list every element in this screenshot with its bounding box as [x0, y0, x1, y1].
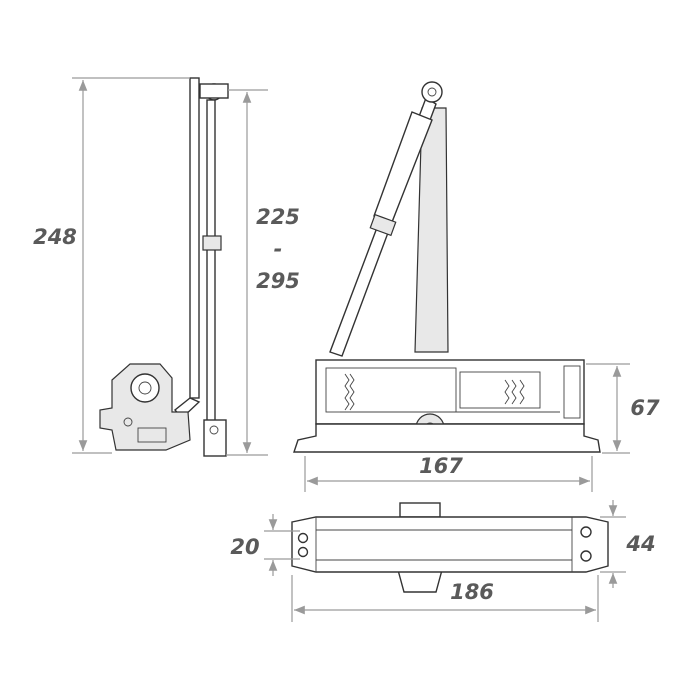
dimension-167: 167 — [304, 454, 593, 492]
side-view — [99, 77, 229, 457]
top-view — [291, 502, 609, 593]
dimension-label: 186 — [450, 580, 494, 604]
dimension-67: 67 — [586, 363, 660, 454]
dimension-label: - — [274, 237, 283, 261]
dimension-label: 20 — [230, 535, 259, 559]
dimension-label: 248 — [33, 225, 77, 249]
dimension-label: 167 — [419, 454, 463, 478]
dimension-225-295: 225 - 295 — [226, 89, 300, 456]
dimension-44: 44 — [600, 500, 656, 588]
front-cutaway-view — [293, 81, 601, 453]
dimension-label: 44 — [625, 532, 655, 556]
dimension-20: 20 — [230, 514, 300, 576]
dimension-186: 186 — [291, 575, 599, 622]
dimension-label: 225 — [256, 205, 300, 229]
dimension-248: 248 — [33, 77, 190, 454]
dimension-label: 67 — [630, 396, 660, 420]
dimension-label: 295 — [256, 269, 300, 293]
